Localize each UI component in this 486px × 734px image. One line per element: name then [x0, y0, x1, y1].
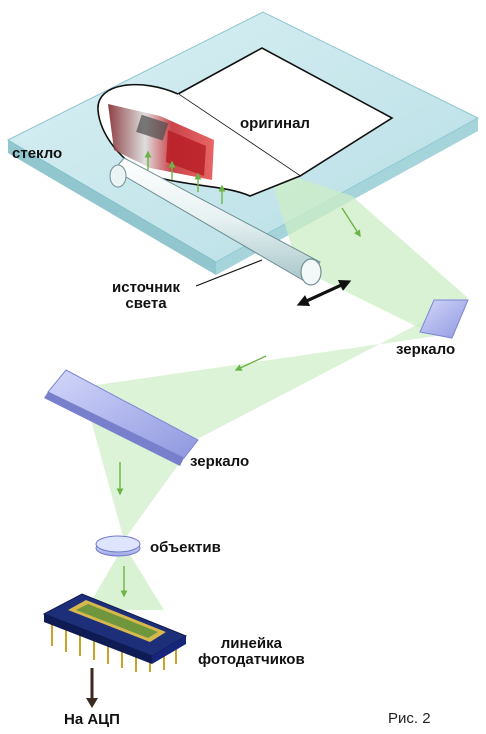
scan-direction-arrow [296, 280, 352, 306]
light-source-tube [109, 157, 322, 287]
light-rays [116, 150, 361, 598]
light-source-label: источник света [112, 280, 180, 312]
light-source-label-line2: света [125, 294, 167, 312]
glass-label: стекло [12, 145, 63, 162]
sensor-label: линейка фотодатчиков [198, 636, 305, 668]
adc-output-arrow [86, 668, 98, 708]
lens-label: объектив [150, 539, 221, 556]
photosensor-chip [42, 593, 188, 672]
lens [95, 535, 141, 557]
figure-caption: Рис. 2 [388, 710, 431, 727]
light-source-pointer [195, 259, 263, 287]
adc-label: На АЦП [64, 711, 120, 728]
sensor-label-line2: фотодатчиков [198, 650, 305, 668]
mirror-left [44, 369, 199, 466]
original-label: оригинал [240, 115, 310, 132]
sensor-label-line1: линейка [220, 635, 282, 652]
mirror-right [419, 299, 469, 339]
light-source-label-line1: источник [112, 279, 180, 296]
mirror-left-label: зеркало [190, 453, 250, 470]
mirror-right-label: зеркало [396, 341, 456, 358]
